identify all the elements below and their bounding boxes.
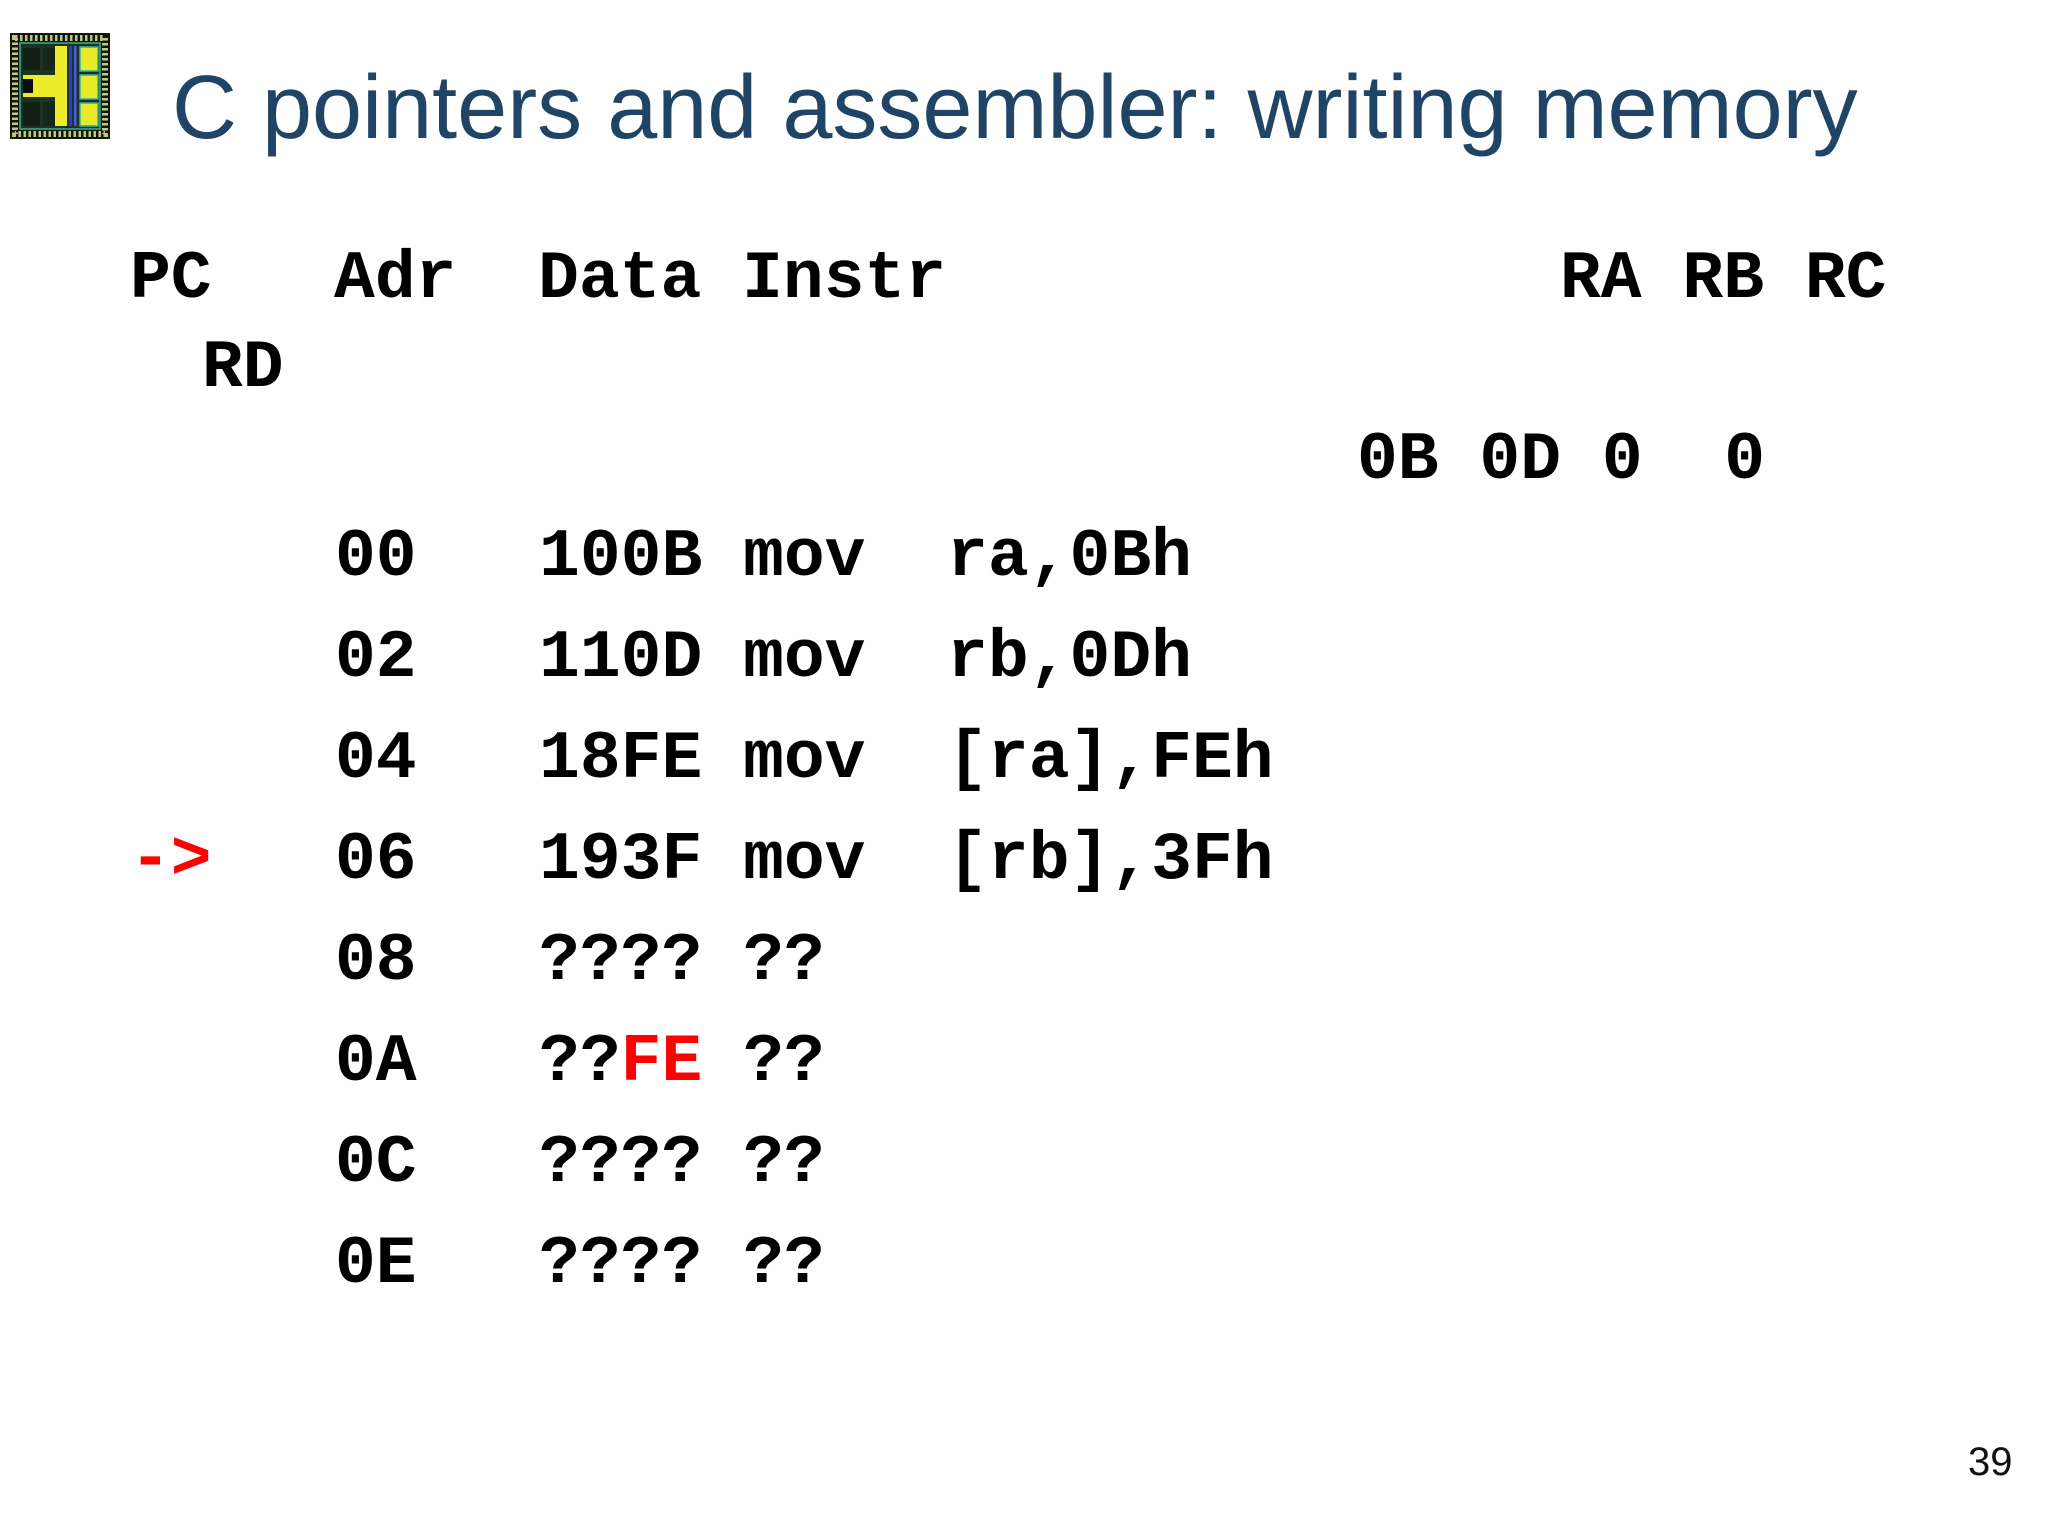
table-row-written: 0A ??FE ?? <box>335 1029 825 1097</box>
table-row: 0C ???? ?? <box>335 1125 825 1202</box>
page-number: 39 <box>1968 1440 2013 1484</box>
chip-die-icon <box>10 33 110 139</box>
table-row: 02 110D mov rb,0Dh <box>335 620 1192 697</box>
table-row: 00 100B mov ra,0Bh <box>335 519 1192 596</box>
table-row: 04 18FE mov [ra],FEh <box>335 721 1274 798</box>
table-row-current: 06 193F mov [rb],3Fh <box>335 822 1274 899</box>
row-0a-written-byte: FE <box>620 1024 703 1101</box>
table-row: 0E ???? ?? <box>335 1226 825 1303</box>
table-header-rd: RD <box>202 330 284 407</box>
register-values: 0B 0D 0 0 <box>1357 422 1766 499</box>
row-0a-suffix: ?? <box>702 1024 825 1101</box>
page-title: C pointers and assembler: writing memory <box>172 58 1858 158</box>
table-header-registers: RA RB RC <box>1560 241 1887 318</box>
table-header-main: PC Adr Data Instr <box>130 241 947 318</box>
row-0a-prefix: 0A ?? <box>335 1024 621 1101</box>
pc-arrow: -> <box>130 822 212 899</box>
table-row: 08 ???? ?? <box>335 923 825 1000</box>
